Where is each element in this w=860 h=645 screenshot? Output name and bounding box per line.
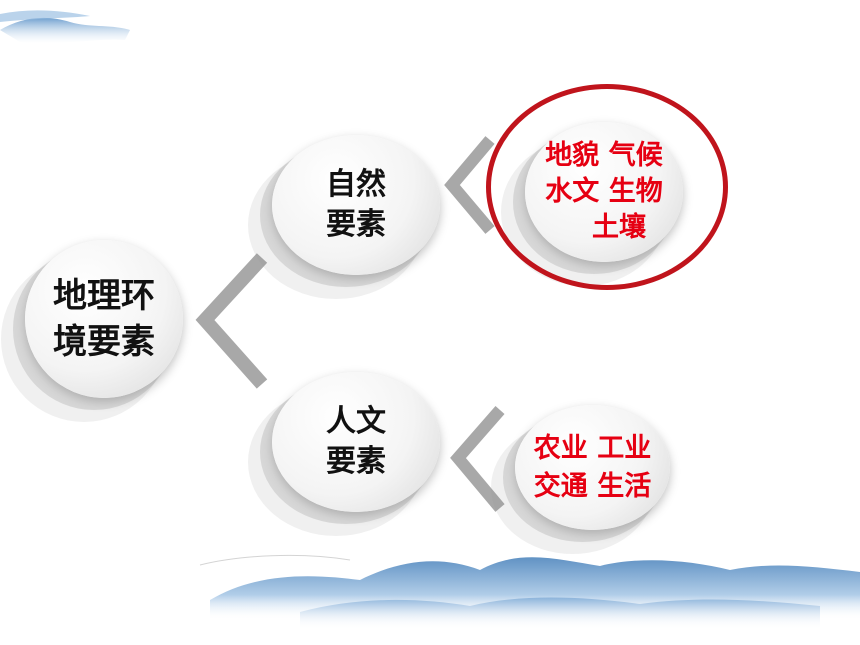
natural-elements-node: 自然 要素: [272, 135, 440, 275]
human-elements-node: 人文 要素: [272, 372, 440, 512]
human-node-line2: 要素: [326, 444, 386, 479]
highlight-circle: [486, 84, 728, 290]
human-node-line1: 人文: [326, 404, 386, 439]
human-detail-line2: 交通 生活: [533, 470, 652, 502]
mountain-decoration-topleft: [0, 10, 130, 44]
root-node-line2: 境要素: [53, 322, 155, 362]
root-node-line1: 地理环: [53, 276, 155, 316]
natural-node-line1: 自然: [326, 167, 386, 202]
human-detail-line1: 农业 工业: [533, 432, 652, 464]
human-detail-node: 农业 工业 交通 生活: [515, 405, 670, 530]
root-node: 地理环 境要素: [25, 240, 183, 398]
natural-node-line2: 要素: [326, 207, 386, 242]
